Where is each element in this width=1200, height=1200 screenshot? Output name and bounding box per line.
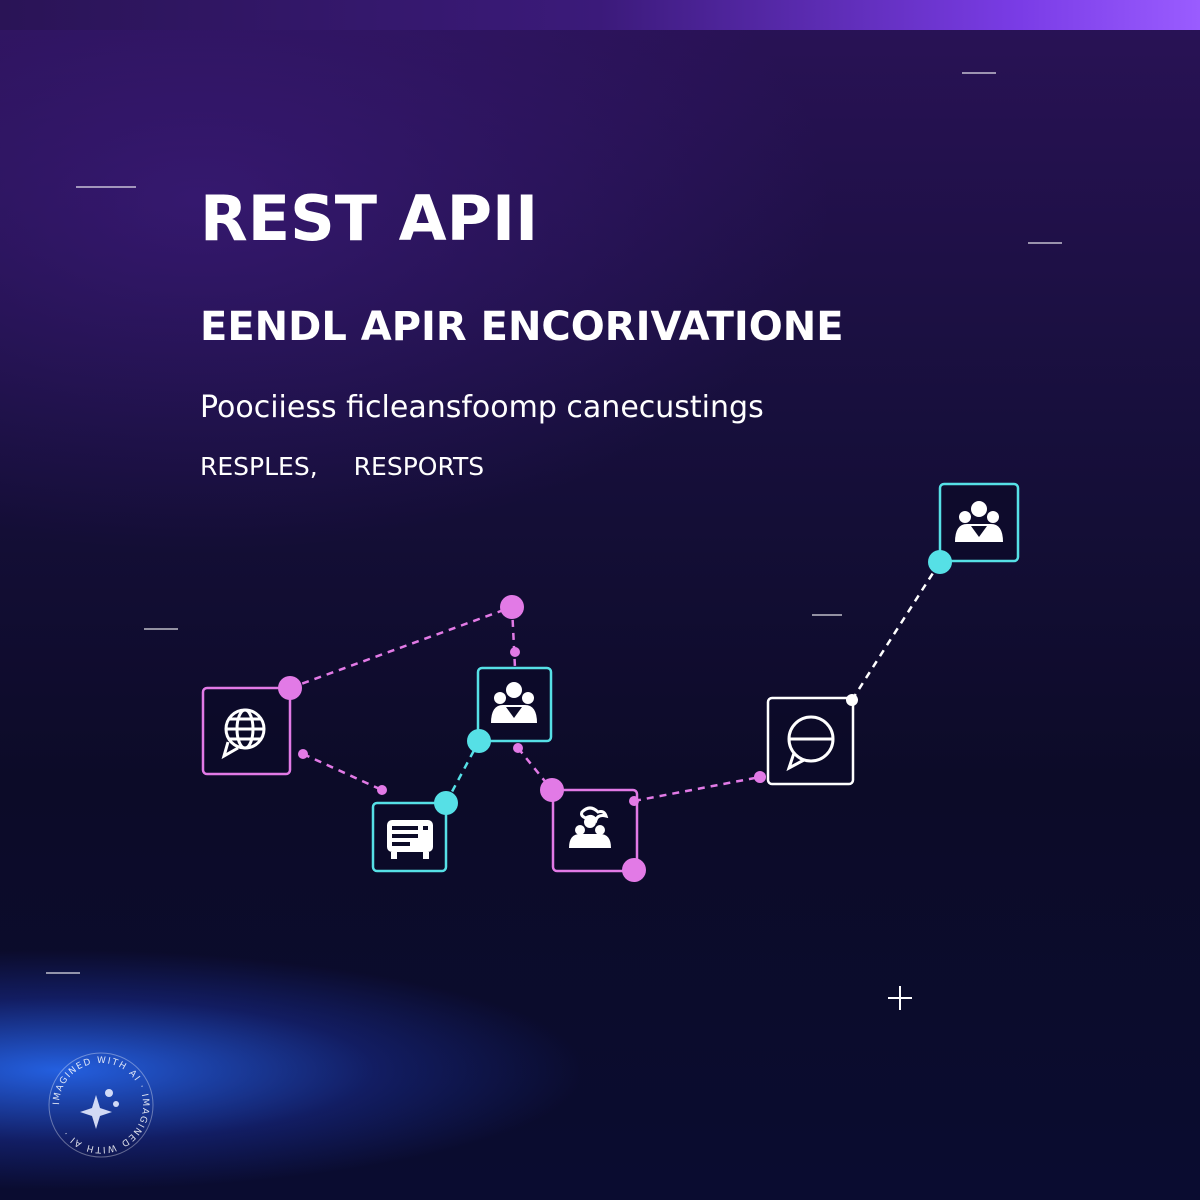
top-gradient-bar — [0, 0, 1200, 30]
connector-dot — [510, 647, 520, 657]
node-chat — [766, 696, 855, 786]
connector-dot — [434, 791, 458, 815]
connector-dot — [754, 771, 766, 783]
connector-dot — [513, 743, 523, 753]
cloud-users-icon — [569, 806, 611, 848]
connector-dot — [500, 595, 524, 619]
connector-dot — [846, 694, 858, 706]
node-globe — [201, 686, 292, 776]
watermark-text: IMAGINED WITH AI · IMAGINED WITH AI · — [52, 1056, 149, 1154]
connector-line — [850, 561, 942, 701]
decor-dash — [76, 186, 136, 188]
connector-dot — [278, 676, 302, 700]
tag-list: RESPLES, RESPORTS — [200, 452, 484, 481]
chat-bubble-icon — [786, 715, 835, 772]
decor-dash — [46, 972, 80, 974]
connector-line — [633, 775, 761, 803]
connector-dot — [467, 729, 491, 753]
connector-dot — [629, 796, 639, 806]
connector-dot — [298, 749, 308, 759]
decor-dash — [962, 72, 996, 74]
page-title: REST APII — [200, 182, 539, 255]
svg-text:IMAGINED WITH AI · IMAGINED WI: IMAGINED WITH AI · IMAGINED WITH AI · — [52, 1056, 150, 1154]
connector-dot — [928, 550, 952, 574]
page-subtitle: EENDL APIR ENCORIVATIONE — [200, 304, 844, 350]
connector-line — [302, 752, 383, 792]
server-icon — [387, 820, 433, 859]
tag-item: RESPORTS — [353, 452, 485, 481]
node-users-top — [476, 666, 553, 743]
connector-dot — [377, 785, 387, 795]
users-icon — [491, 682, 537, 723]
decor-dash — [144, 628, 178, 630]
globe-chat-icon — [221, 708, 266, 760]
decor-dash — [1028, 242, 1062, 244]
tag-item: RESPLES, — [200, 452, 318, 481]
connector-line — [289, 605, 513, 690]
connector-line — [510, 606, 517, 669]
connector-dot — [540, 778, 564, 802]
node-cloud-users — [551, 788, 639, 873]
connector-dot — [622, 858, 646, 882]
users-icon — [955, 501, 1003, 542]
decor-dash — [812, 614, 842, 616]
sparkle-icon — [80, 1089, 119, 1129]
node-users-right — [938, 482, 1020, 563]
plus-sparkle-icon — [888, 986, 912, 1010]
node-server — [371, 801, 448, 873]
imagined-with-ai-badge: IMAGINED WITH AI · IMAGINED WITH AI · — [48, 1052, 154, 1158]
tagline: Poociiess ficleansfoomp canecustings — [200, 390, 764, 425]
